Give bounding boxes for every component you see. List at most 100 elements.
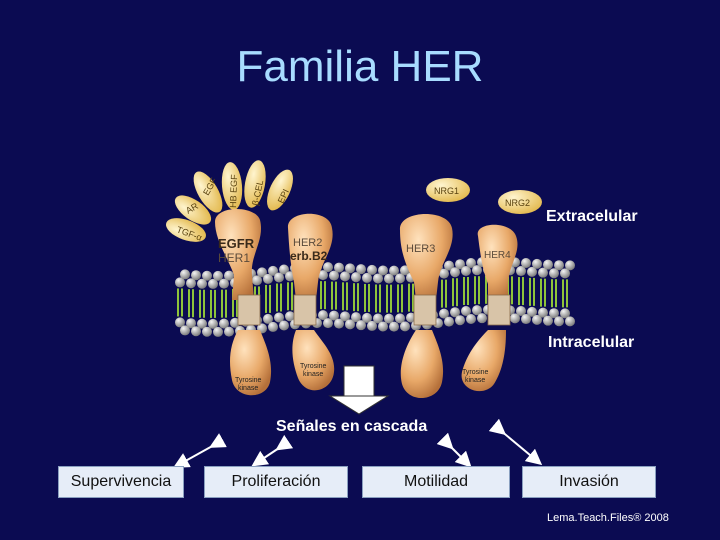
lipid-head bbox=[395, 273, 405, 284]
lipid-head bbox=[543, 259, 553, 270]
lipid-head bbox=[472, 305, 482, 316]
ligand-label-nrg2: NRG2 bbox=[505, 198, 530, 208]
lipid-head bbox=[208, 278, 218, 289]
lipid-head bbox=[318, 270, 328, 281]
outcome-arrows bbox=[173, 418, 543, 468]
lipid-head bbox=[521, 314, 531, 325]
lipid-head bbox=[543, 315, 553, 326]
receptor-label-her2: HER2 bbox=[293, 237, 322, 249]
outcome-motilidad: Motilidad bbox=[362, 466, 510, 498]
lipid-head bbox=[252, 275, 262, 286]
ligand-nrg1 bbox=[426, 178, 470, 202]
outcome-supervivencia: Supervivencia bbox=[58, 466, 184, 498]
lipid-head bbox=[219, 278, 229, 289]
lipid-head bbox=[521, 258, 531, 269]
lipid-head bbox=[554, 260, 564, 271]
copyright-notice: Lema.Teach.Files® 2008 bbox=[547, 512, 669, 524]
lipid-head bbox=[400, 265, 410, 276]
lipid-head bbox=[334, 262, 344, 273]
lipid-head bbox=[549, 268, 559, 279]
lipid-head bbox=[191, 326, 201, 337]
lipid-head bbox=[351, 272, 361, 283]
lipid-head bbox=[472, 265, 482, 276]
tk-label-2-line1: Tyrosine bbox=[300, 363, 327, 370]
lipid-head bbox=[356, 320, 366, 331]
lipid-head bbox=[351, 312, 361, 323]
lipid-head bbox=[285, 311, 295, 322]
page-title: Familia HER bbox=[236, 42, 484, 91]
lipid-head bbox=[356, 264, 366, 275]
lipid-head bbox=[450, 267, 460, 278]
arrow-invasion bbox=[488, 418, 543, 466]
lipid-head bbox=[461, 306, 471, 317]
lipid-head bbox=[202, 326, 212, 337]
lipid-head bbox=[400, 321, 410, 332]
cascade-arrow bbox=[328, 365, 390, 415]
lipid-head bbox=[186, 278, 196, 289]
ligand-epi bbox=[267, 169, 293, 211]
ligand-egf bbox=[193, 171, 223, 213]
lipid-head bbox=[345, 263, 355, 274]
outcome-invasion: Invasión bbox=[522, 466, 656, 498]
lipid-head bbox=[532, 258, 542, 269]
lipid-head bbox=[373, 313, 383, 324]
lipid-head bbox=[477, 313, 487, 324]
ligand-ar bbox=[174, 195, 212, 225]
lipid-head bbox=[268, 321, 278, 332]
lipid-head bbox=[362, 272, 372, 283]
lipid-head bbox=[455, 315, 465, 326]
lipid-head bbox=[197, 318, 207, 329]
lipid-head bbox=[323, 262, 333, 273]
lipid-head bbox=[406, 312, 416, 323]
lipid-head bbox=[373, 273, 383, 284]
lipid-head bbox=[318, 310, 328, 321]
lipid-head bbox=[263, 313, 273, 324]
lipid-head bbox=[527, 306, 537, 317]
lipid-head bbox=[224, 326, 234, 337]
lipid-head bbox=[549, 308, 559, 319]
lipid-head bbox=[268, 265, 278, 276]
receptor-label-her3: HER3 bbox=[406, 243, 435, 255]
receptor-label-her4: HER4 bbox=[484, 250, 511, 261]
lipid-head bbox=[560, 268, 570, 279]
lipid-head bbox=[224, 270, 234, 281]
tk-label-3-line1: Tyrosine bbox=[462, 369, 489, 376]
receptor-label-egfr: EGFR bbox=[218, 236, 255, 251]
lipid-head bbox=[340, 311, 350, 322]
ligand-nrg2 bbox=[498, 190, 542, 214]
lipid-head bbox=[389, 321, 399, 332]
arrow-motilidad bbox=[436, 432, 472, 468]
lipid-head bbox=[197, 278, 207, 289]
lipid-head bbox=[450, 307, 460, 318]
lipid-head bbox=[367, 320, 377, 331]
ligand-label-nrg1: NRG1 bbox=[434, 186, 459, 196]
lipid-head bbox=[219, 318, 229, 329]
receptor-her2: HER2 erb.B2 Tyrosine kinase bbox=[287, 213, 335, 391]
lipid-head bbox=[191, 270, 201, 281]
lipid-head bbox=[340, 271, 350, 282]
lipid-head bbox=[274, 272, 284, 283]
lipid-head bbox=[230, 317, 240, 328]
receptor-label-erbb2: erb.B2 bbox=[290, 249, 328, 263]
lipid-head bbox=[527, 266, 537, 277]
nrg-ligands: NRG1 NRG2 bbox=[426, 178, 542, 214]
lipid-head bbox=[560, 308, 570, 319]
lipid-head bbox=[175, 317, 185, 328]
lipid-head bbox=[378, 321, 388, 332]
lipid-head bbox=[362, 312, 372, 323]
lipid-head bbox=[334, 318, 344, 329]
lipid-head bbox=[180, 325, 190, 336]
lipid-head bbox=[263, 273, 273, 284]
lipid-head bbox=[510, 313, 520, 324]
receptor-egfr: EGFR HER1 Tyrosine kinase bbox=[215, 208, 272, 396]
tk-label-3-line2: kinase bbox=[465, 377, 485, 384]
receptor-her4: HER4 Tyrosine kinase bbox=[461, 224, 518, 392]
lipid-head bbox=[466, 258, 476, 269]
lipid-head bbox=[329, 310, 339, 321]
lipid-head bbox=[516, 306, 526, 317]
receptor-her3: HER3 bbox=[399, 213, 453, 399]
lipid-head bbox=[345, 319, 355, 330]
arrow-supervivencia bbox=[173, 433, 227, 468]
lipid-head bbox=[279, 320, 289, 331]
